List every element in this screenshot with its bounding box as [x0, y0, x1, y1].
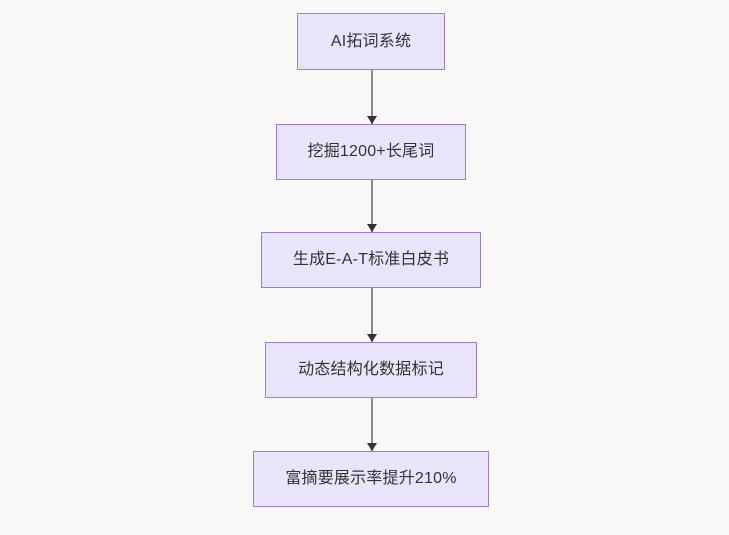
flow-node-ai-keyword-system[interactable]: AI拓词系统: [297, 13, 445, 70]
connector-node-4-to-node-5: [366, 398, 378, 451]
connector-node-3-to-node-4: [366, 288, 378, 342]
connector-line: [371, 70, 373, 124]
flow-node-dynamic-structured-data-markup[interactable]: 动态结构化数据标记: [265, 342, 477, 398]
flow-node-rich-snippet-impression-uplift[interactable]: 富摘要展示率提升210%: [253, 451, 489, 507]
flow-node-label: 生成E-A-T标准白皮书: [292, 251, 450, 269]
connector-node-2-to-node-3: [366, 180, 378, 232]
flow-node-label: 动态结构化数据标记: [298, 361, 444, 379]
arrowhead-icon: [367, 224, 377, 232]
arrowhead-icon: [367, 116, 377, 124]
arrowhead-icon: [367, 443, 377, 451]
flow-node-mine-longtail-keywords[interactable]: 挖掘1200+长尾词: [276, 124, 466, 180]
connector-line: [371, 180, 373, 232]
flow-node-label: 富摘要展示率提升210%: [285, 470, 457, 488]
connector-line: [371, 398, 373, 451]
arrowhead-icon: [367, 334, 377, 342]
connector-line: [371, 288, 373, 342]
flow-node-label: 挖掘1200+长尾词: [307, 143, 435, 161]
connector-node-1-to-node-2: [366, 70, 378, 124]
flow-node-label: AI拓词系统: [330, 32, 412, 50]
flow-node-generate-eat-whitepaper[interactable]: 生成E-A-T标准白皮书: [261, 232, 481, 288]
